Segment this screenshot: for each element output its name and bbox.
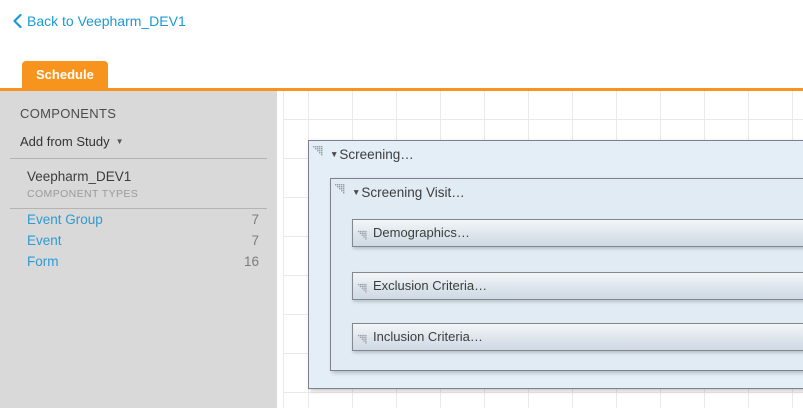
event-count: 7 <box>251 233 259 248</box>
add-from-study-dropdown[interactable]: Add from Study ▼ <box>20 134 124 149</box>
components-sidebar: COMPONENTS Add from Study ▼ Veepharm_DEV… <box>0 91 277 408</box>
drag-grip-icon[interactable] <box>357 281 369 293</box>
back-link[interactable]: Back to Veepharm_DEV1 <box>13 13 186 29</box>
form-bar-inclusion-criteria[interactable]: Inclusion Criteria… <box>352 323 803 351</box>
drag-grip-icon[interactable] <box>334 182 346 194</box>
form-count: 16 <box>243 254 259 269</box>
form-bar-demographics[interactable]: Demographics… <box>352 219 803 247</box>
tab-schedule[interactable]: Schedule <box>22 61 108 88</box>
form-label: Inclusion Criteria… <box>373 329 483 344</box>
event-group-label: Screening… <box>339 147 414 162</box>
form-bar-exclusion-criteria[interactable]: Exclusion Criteria… <box>352 272 803 300</box>
event-link[interactable]: Event <box>27 233 62 248</box>
form-label: Exclusion Criteria… <box>373 278 488 293</box>
study-name: Veepharm_DEV1 <box>27 169 132 184</box>
components-title: COMPONENTS <box>20 106 117 121</box>
event-group-link[interactable]: Event Group <box>27 212 103 227</box>
sidebar-item-event[interactable]: Event 7 <box>0 230 277 251</box>
collapse-caret-icon[interactable]: ▼ <box>352 187 361 198</box>
event-group-count: 7 <box>251 212 259 227</box>
sidebar-item-form[interactable]: Form 16 <box>0 251 277 272</box>
drag-grip-icon[interactable] <box>357 228 369 240</box>
form-label: Demographics… <box>373 225 470 240</box>
chevron-down-icon: ▼ <box>115 137 124 146</box>
event-label: Screening Visit… <box>361 185 465 200</box>
sidebar-item-event-group[interactable]: Event Group 7 <box>0 209 277 230</box>
event-header: ▼ Screening Visit… <box>331 179 803 201</box>
collapse-caret-icon[interactable]: ▼ <box>330 149 339 160</box>
sidebar-divider <box>10 208 267 209</box>
component-types-label: COMPONENT TYPES <box>27 188 139 200</box>
add-from-study-label: Add from Study <box>20 134 110 149</box>
back-chevron-icon <box>13 14 22 28</box>
drag-grip-icon[interactable] <box>357 332 369 344</box>
form-link[interactable]: Form <box>27 254 59 269</box>
event-group-box-screening[interactable]: ▼ Screening… <box>308 140 803 389</box>
drag-grip-icon[interactable] <box>312 144 324 156</box>
schedule-canvas: ▼ Screening… <box>283 91 803 408</box>
back-link-label: Back to Veepharm_DEV1 <box>27 13 186 29</box>
event-group-header: ▼ Screening… <box>309 141 803 163</box>
event-box-screening-visit[interactable]: ▼ Screening Visit… <box>330 178 803 371</box>
tab-underline <box>0 88 803 91</box>
sidebar-divider <box>10 158 267 159</box>
